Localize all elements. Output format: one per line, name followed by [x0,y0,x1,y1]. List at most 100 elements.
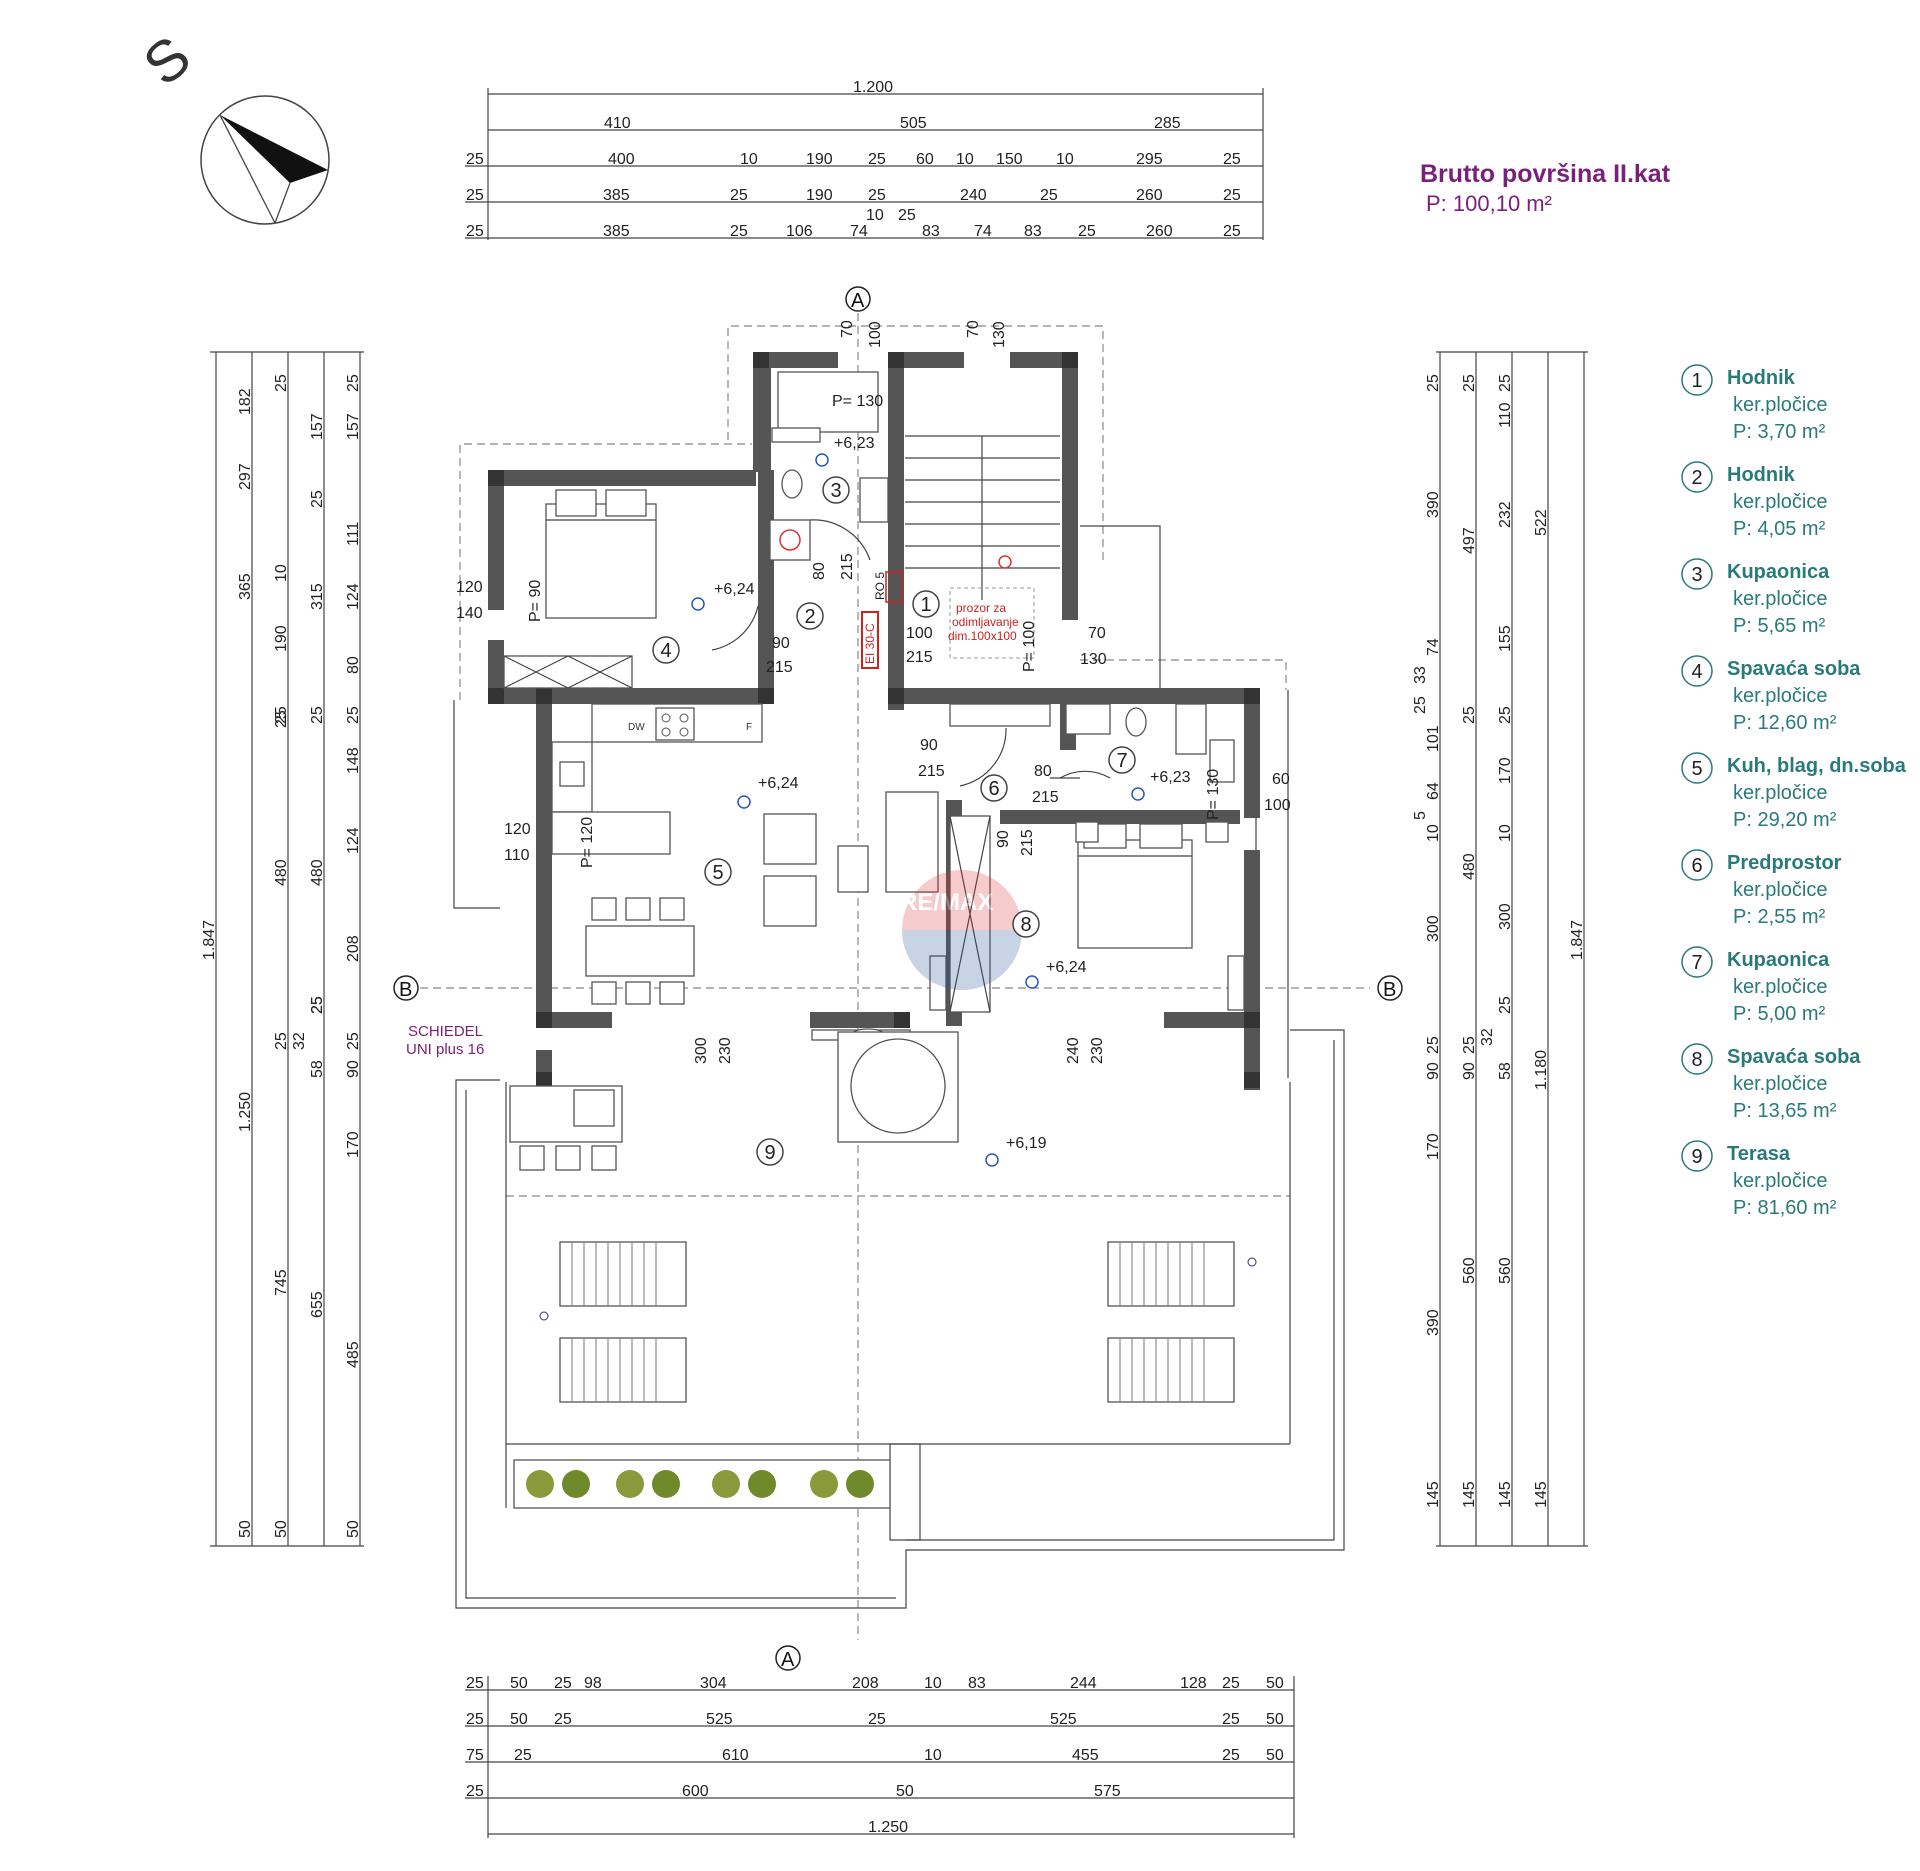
dim-bot-r2-0: 25 [466,1711,484,1728]
dim-left-c3-0: 25 [345,374,362,392]
op-31: 240 [1065,1037,1082,1064]
dim-bot-r1-2: 25 [554,1675,572,1692]
dim-top-r2-2: 10 [740,151,758,168]
legend-item-6: 6 Predprostor ker.pločice P: 2,55 m² [1681,849,1842,928]
dim-right-c1-14: 145 [1425,1481,1442,1508]
legend-num-5: 5 [1691,758,1702,780]
compass: S [131,24,330,225]
dim-top-r2-5: 60 [916,151,934,168]
op-13: 70 [839,320,856,338]
chimney-label-2: UNI plus 16 [406,1041,484,1058]
dim-left-c2-10: 50 [273,1520,290,1538]
dim-left-c2-0: 25 [273,374,290,392]
legend-area-2: P: 4,05 m² [1733,518,1826,540]
dim-bot-r1-3: 98 [584,1675,602,1692]
dim-left-c1-1: 297 [237,463,254,490]
dim-bot-r1-8: 244 [1070,1675,1097,1692]
op-26: 120 [504,821,531,838]
dim-left-c1-3: 10 [273,564,290,582]
dim-left-c3-1: 157 [345,413,362,440]
legend-name-2: Hodnik [1727,464,1796,486]
remax-watermark: RE/MAX [900,870,1022,990]
op-27: 110 [504,847,530,864]
dim-left-c3-6: 148 [345,747,362,774]
dim-bot-r1-1: 50 [510,1675,528,1692]
dim-left-c2-8: 1.250 [237,1092,254,1132]
dim-left-c3-11: 170 [345,1131,362,1158]
dim-left-c3-12: 485 [345,1341,362,1368]
dim-top-r3-3: 190 [806,187,833,204]
legend-area-8: P: 13,65 m² [1733,1100,1837,1122]
op-24: 90 [995,830,1012,848]
dim-bot-r2-1: 50 [510,1711,528,1728]
dim-bot-r2-6: 25 [1222,1711,1240,1728]
dim-right-c3-3: 155 [1497,625,1514,652]
legend-num-2: 2 [1691,467,1702,489]
legend-area-4: P: 12,60 m² [1733,712,1837,734]
dim-left-c3-2: 111 [345,522,362,546]
section-b-left-label: B [399,979,412,1001]
chimney-label-1: SCHIEDEL [408,1023,483,1040]
op-17: 90 [920,737,938,754]
dim-right-c1-2: 74 [1425,638,1442,656]
op-12: P= 130 [832,393,883,410]
dim-bot-r1-5: 208 [852,1675,879,1692]
dim-right-total: 1.847 [1569,920,1586,960]
op-0: 120 [456,579,483,596]
dim-left-c2-6: 25 [309,996,326,1014]
op-18: 215 [918,763,945,780]
level-3: +6,23 [834,435,875,452]
plan-gross-area: P: 100,10 m² [1426,191,1552,216]
dim-right-c3-1: 110 [1497,402,1514,428]
dim-bot-r4-1: 600 [682,1783,709,1800]
room-marker-7: 7 [1116,750,1127,772]
op-14: 100 [867,321,884,348]
op-5: 90 [772,635,790,652]
dim-left-c1-7: 25 [273,1032,290,1050]
room-marker-9: 9 [764,1142,775,1164]
dim-top-r4-8: 74 [974,223,992,240]
dim-left-c4-1: 25 [309,996,326,1014]
dim-right-c2-4: 25 [1461,1036,1478,1054]
dim-bot-r1-10: 25 [1222,1675,1240,1692]
dim-bot-r3-2: 610 [722,1747,749,1764]
legend-floor-6: ker.pločice [1733,879,1828,901]
legend-num-1: 1 [1691,370,1702,392]
op-20: 215 [1032,789,1059,806]
room-marker-4: 4 [660,640,671,662]
dim-left-c2-2: 25 [309,490,326,508]
bedroom-8-furniture [929,821,1245,1011]
dim-right-c3-11: 560 [1497,1257,1514,1284]
op-30: 230 [717,1037,734,1064]
legend-item-1: 1 Hodnik ker.pločice P: 3,70 m² [1681,364,1828,443]
op-1: 140 [456,605,483,622]
dim-right-c1-9: 300 [1425,915,1442,942]
room-marker-8: 8 [1020,914,1031,936]
op-16: 130 [991,321,1008,348]
legend-area-6: P: 2,55 m² [1733,906,1826,928]
dim-left-c3-4: 80 [345,656,362,674]
dims-right: 1.847 25 390 74 33 25 101 64 5 10 300 25… [1412,351,1588,1547]
room-legend: 1 Hodnik ker.pločice P: 3,70 m² 2 Hodnik… [1681,364,1907,1219]
dim-left-c1-9: 745 [273,1269,290,1296]
room-markers: 1 2 3 4 5 6 7 8 9 [652,476,1136,1166]
dim-right-c4-2: 145 [1533,1481,1550,1508]
legend-name-4: Spavaća soba [1727,658,1861,680]
dim-right-c1-3: 33 [1412,666,1429,684]
level-8: +6,24 [1046,959,1087,976]
op-32: 230 [1089,1037,1106,1064]
section-a-bottom-label: A [781,1649,795,1671]
dim-left-c1-2: 365 [237,573,254,600]
dim-bot-r1-11: 50 [1266,1675,1284,1692]
dim-bot-r1-6: 10 [924,1675,942,1692]
legend-floor-3: ker.pločice [1733,588,1828,610]
dim-right-c2-2: 25 [1461,706,1478,724]
dim-bot-r1-0: 25 [466,1675,484,1692]
section-a-bottom [775,1645,801,1671]
dim-left-c2-1: 157 [309,413,326,440]
dim-top-r2-1: 400 [608,151,635,168]
op-2: P= 90 [527,580,544,622]
room-marker-5: 5 [712,862,723,884]
op-25: 215 [1019,829,1036,856]
fire-safety-marks: EI 30-C RO 5 prozor za odimljavanje dim.… [861,571,1035,669]
